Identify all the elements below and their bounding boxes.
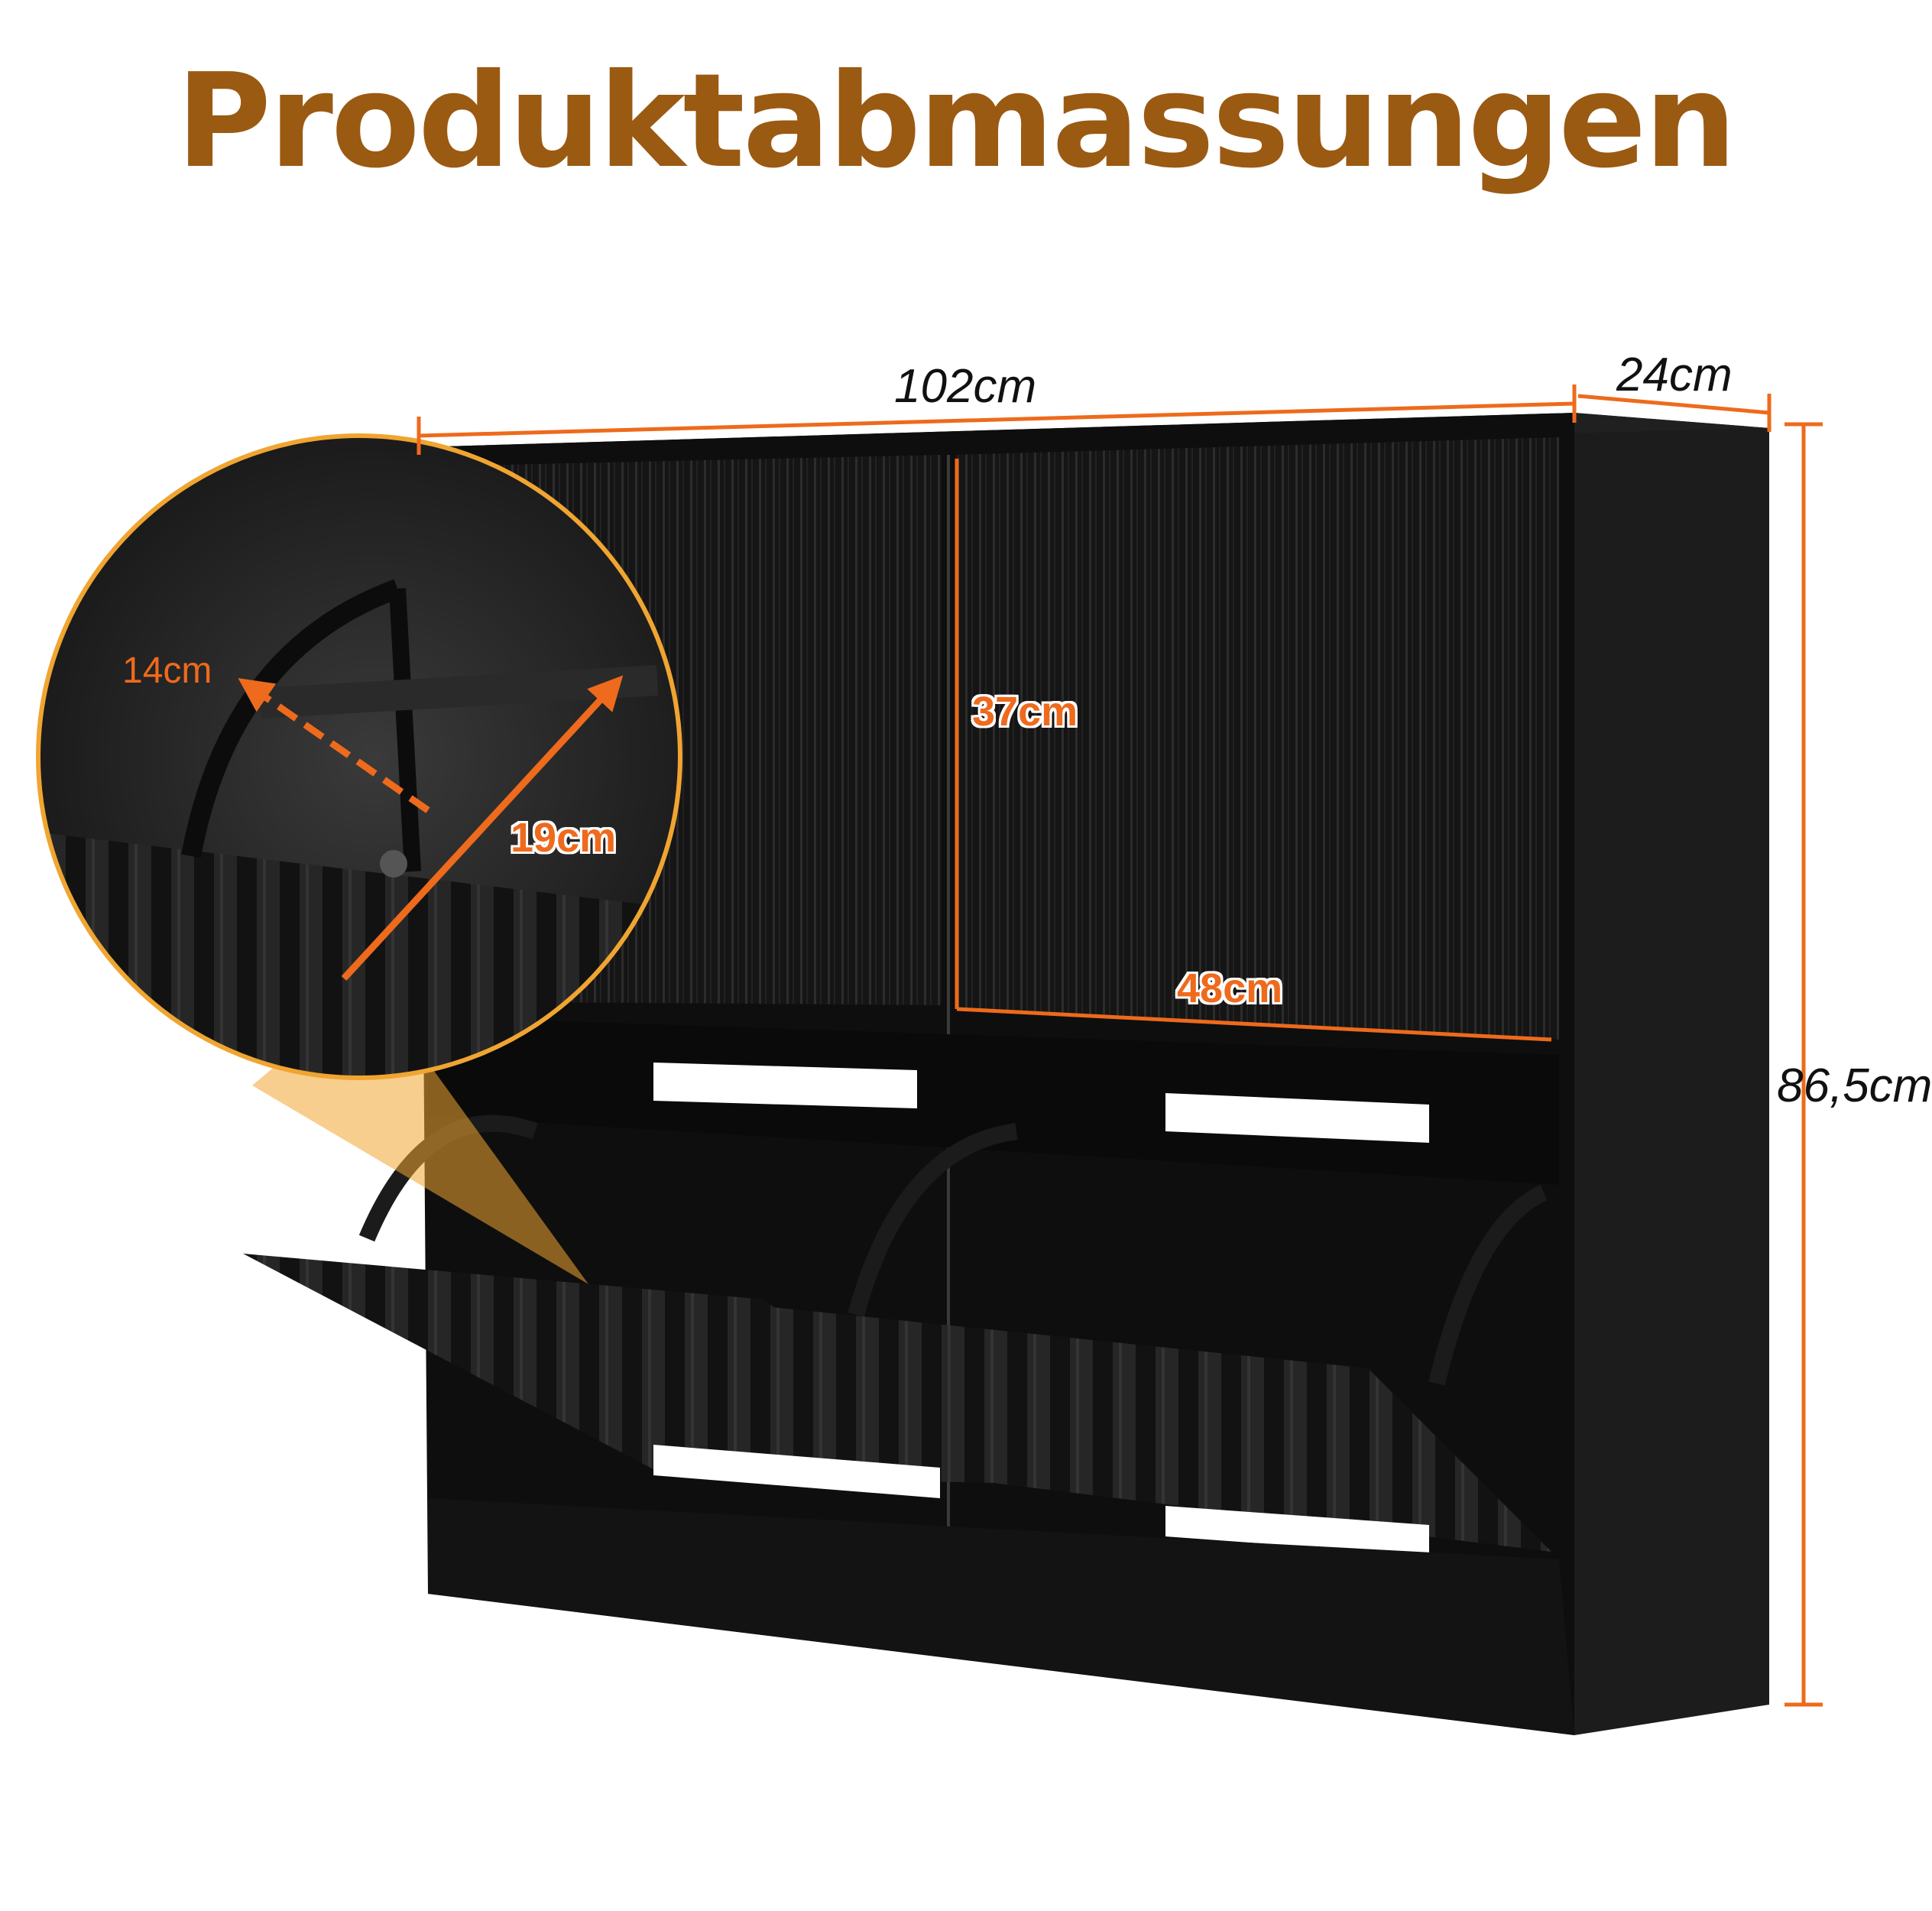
magnifier-circle-icon xyxy=(36,433,682,1080)
depth-dimension-line xyxy=(1577,394,1770,415)
cabinet-side-panel xyxy=(1574,413,1769,1735)
door-width-line xyxy=(956,1007,1552,1042)
inner-back-gap-left xyxy=(653,1063,917,1108)
door-width-label: 48cm xyxy=(1177,965,1283,1011)
depth-label: 24cm xyxy=(1616,349,1733,401)
upper-door-right xyxy=(955,437,1559,1040)
door-height-label: 37cm xyxy=(972,689,1078,735)
page-title: Produktabmassungen xyxy=(176,46,1737,197)
dimension-arrow-icon xyxy=(341,675,624,981)
bracket-dimension-arrow xyxy=(238,678,430,813)
flap-left xyxy=(243,1254,994,1483)
bracket-label: 14cm xyxy=(122,651,212,691)
width-label: 102cm xyxy=(894,360,1037,413)
lower-gap-left xyxy=(653,1445,940,1498)
inner-shelf-band xyxy=(428,1017,1559,1185)
inner-back-gap-right xyxy=(1165,1093,1429,1143)
width-dimension-line xyxy=(418,401,1575,438)
flap-right xyxy=(772,1307,1551,1552)
hinge-arc-right xyxy=(1428,1184,1548,1386)
height-label: 86,5cm xyxy=(1777,1059,1932,1112)
cabinet-base xyxy=(428,1498,1574,1735)
hinge-arc-middle xyxy=(848,1123,1018,1317)
flap-depth-label: 19cm xyxy=(511,815,617,861)
lower-gap-right xyxy=(1165,1506,1429,1556)
